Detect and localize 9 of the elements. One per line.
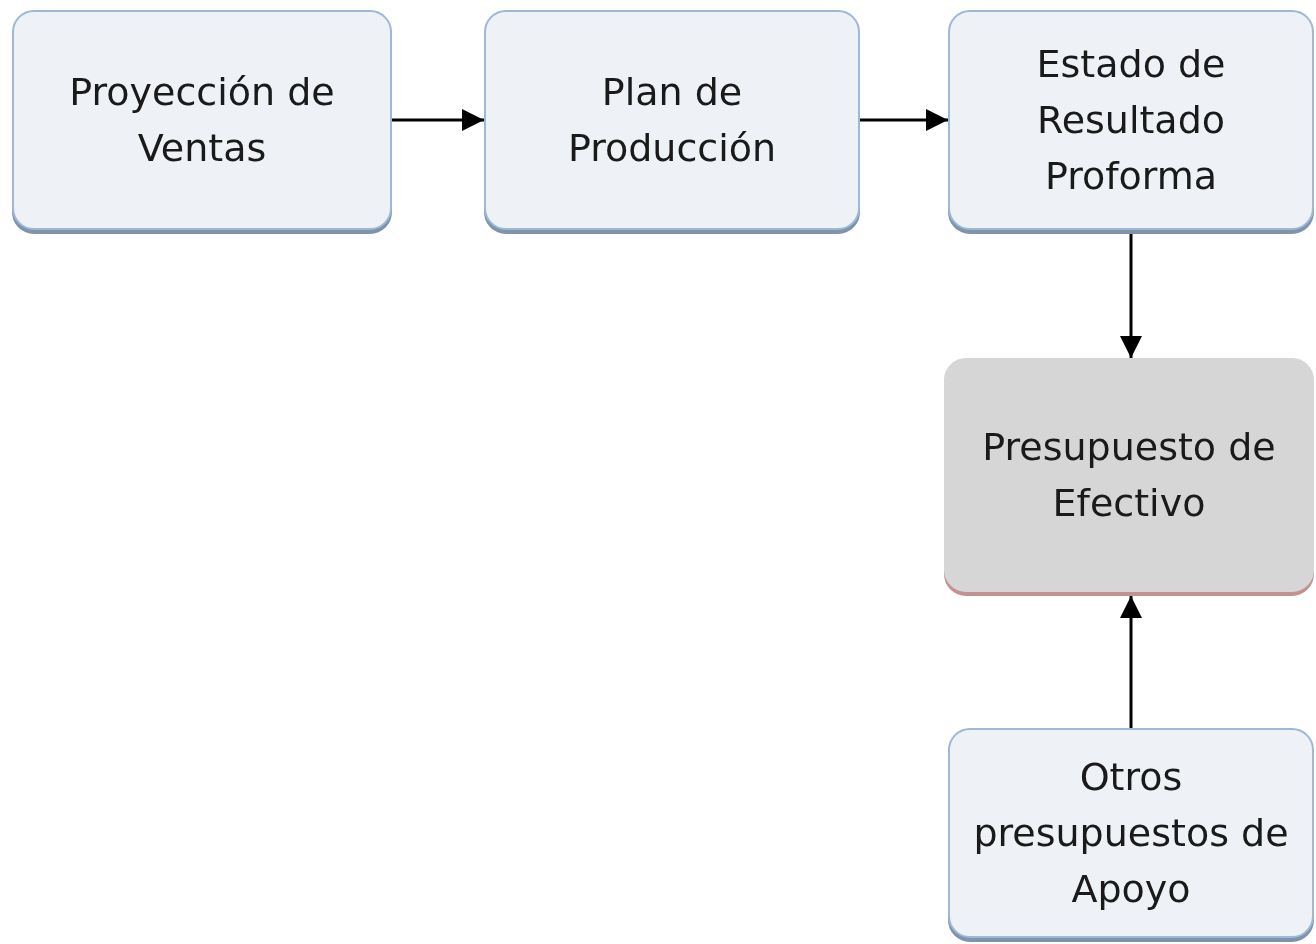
box-label: Presupuesto de Efectivo <box>981 424 1277 527</box>
arrow <box>860 109 948 131</box>
box-label: Plan de Producción <box>566 69 778 172</box>
arrow <box>1120 596 1142 728</box>
arrow <box>392 109 484 131</box>
box-label: Proyección de Ventas <box>68 69 336 172</box>
box-label: Otros presupuestos de Apoyo <box>972 754 1290 913</box>
arrow <box>1120 234 1142 358</box>
box-label: Estado de Resultado Proforma <box>1035 41 1227 200</box>
